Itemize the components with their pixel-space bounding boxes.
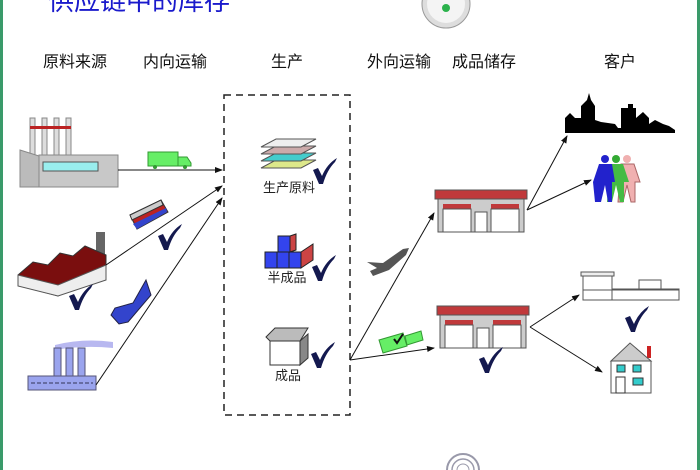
slide-title: 供应链中的库存 [48, 0, 230, 17]
power-plant-icon [27, 340, 113, 391]
arrow-to-mall [529, 294, 580, 328]
arrow-outbound-1 [349, 212, 435, 361]
truck-icon [378, 330, 424, 354]
factory-icon [17, 232, 107, 297]
shopping-mall-icon [580, 271, 680, 301]
check-icon [313, 158, 337, 184]
label-finished-goods: 成品 [275, 369, 301, 384]
header-finished-goods-storage: 成品储存 [452, 52, 516, 71]
truck-icon [147, 151, 192, 169]
header-outbound-transport: 外向运输 [367, 52, 431, 71]
nav-button[interactable] [421, 0, 471, 29]
finished-goods-box-icon [265, 327, 309, 367]
production-box [223, 94, 351, 416]
green-dot-icon [442, 4, 450, 12]
arrow-outbound-2 [349, 346, 435, 361]
check-icon [312, 255, 336, 281]
factory-icon [19, 117, 119, 188]
label-raw-materials: 生产原料 [263, 181, 315, 196]
header-production: 生产 [271, 52, 303, 71]
ship-icon [110, 278, 152, 325]
people-icon [593, 155, 641, 203]
header-inbound-transport: 内向运输 [143, 52, 207, 71]
check-icon [158, 224, 182, 250]
raw-materials-icon [260, 138, 317, 169]
check-icon [479, 347, 503, 373]
arrow-to-house [529, 326, 603, 373]
arrow-to-city [526, 135, 568, 211]
logo-icon [446, 453, 480, 470]
arrow-inbound-3 [95, 197, 223, 386]
header-raw-material-source: 原料来源 [43, 52, 107, 71]
check-icon [311, 342, 335, 368]
train-icon [129, 199, 169, 230]
supply-chain-diagram: 供应链中的库存 原料来源 内向运输 生产 外向运输 成品储存 客户 [17, 0, 680, 470]
arrow-inbound-2 [105, 185, 223, 266]
warehouse-icon [434, 189, 528, 233]
semi-finished-icon [264, 233, 314, 269]
label-semi-finished: 半成品 [267, 271, 306, 286]
house-icon [609, 342, 653, 394]
check-icon [625, 306, 649, 332]
header-customers: 客户 [604, 52, 636, 71]
warehouse-icon [436, 305, 530, 349]
city-skyline-icon [565, 93, 675, 133]
airplane-icon [367, 248, 409, 276]
arrow-to-people [526, 179, 592, 211]
